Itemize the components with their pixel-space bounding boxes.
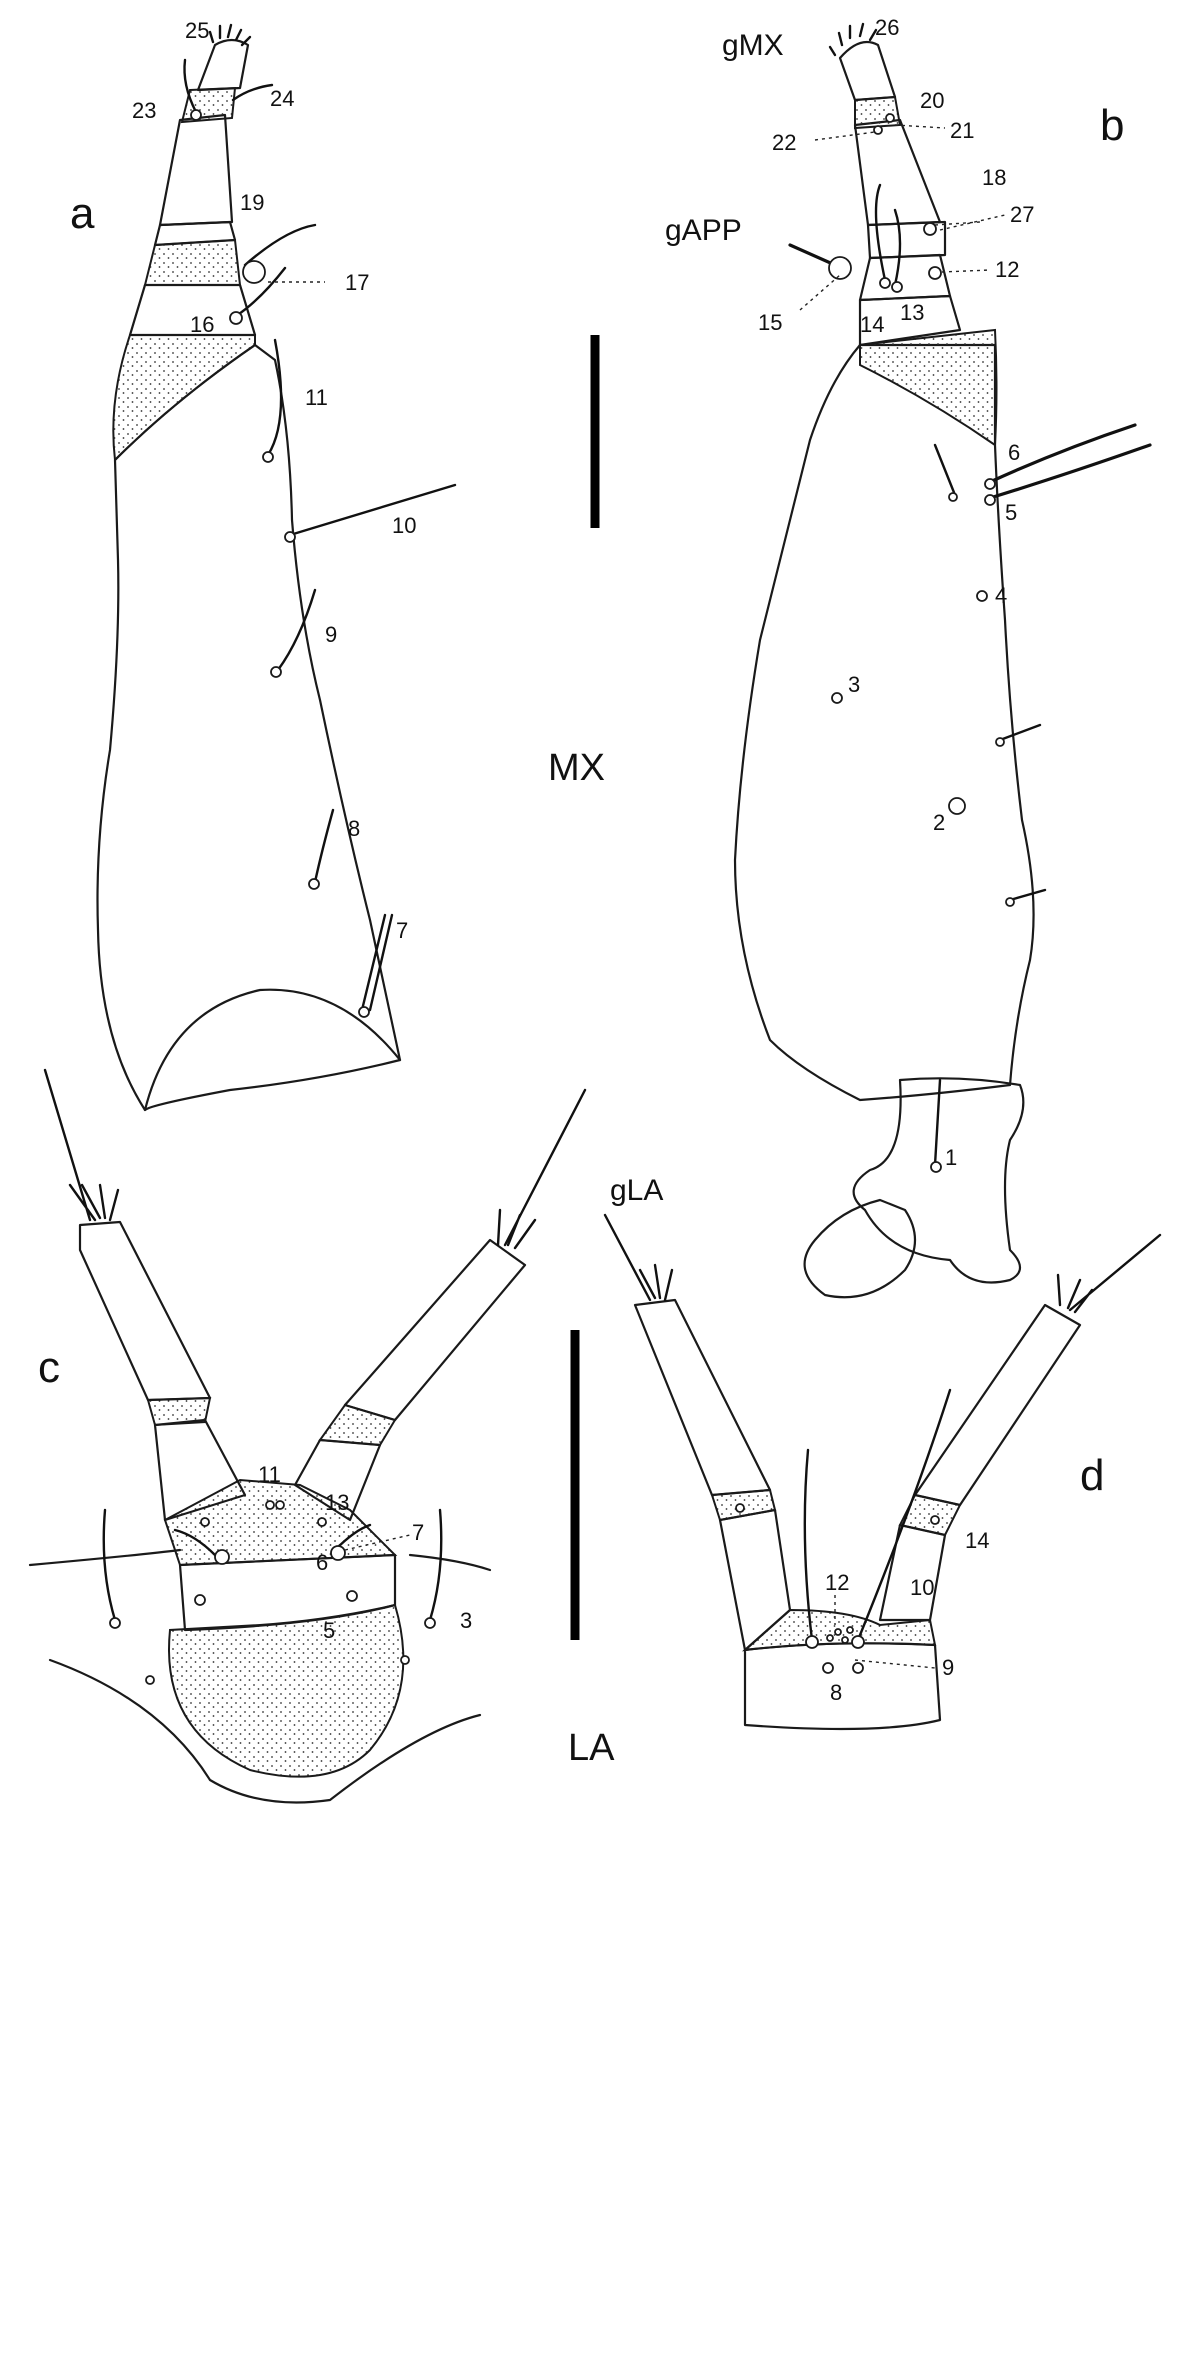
seta-label: 13 bbox=[900, 300, 924, 325]
panel-b-maxilla: 26 20 21 22 18 27 12 15 14 13 6 5 4 3 2 … bbox=[665, 15, 1152, 1299]
seta-label: 10 bbox=[910, 1575, 934, 1600]
gland-label-gla: gLA bbox=[610, 1174, 663, 1207]
seta-label: 5 bbox=[323, 1618, 335, 1643]
seta-label: 25 bbox=[185, 18, 209, 43]
seta-label: 16 bbox=[190, 312, 214, 337]
seta-label: 4 bbox=[995, 583, 1007, 608]
seta-label: 22 bbox=[772, 130, 796, 155]
maxilla-a-palp-ring2 bbox=[180, 86, 237, 124]
maxilla-a-stipe bbox=[96, 343, 402, 1112]
seta-label: 2 bbox=[933, 810, 945, 835]
gland-label-gapp: gAPP bbox=[665, 214, 742, 247]
seta-label: 20 bbox=[920, 88, 944, 113]
panel-d-labium: 12 14 10 9 8 d bbox=[603, 1213, 1162, 1731]
seta-label: 23 bbox=[132, 98, 156, 123]
seta-label: 24 bbox=[270, 86, 294, 111]
panel-label-b: b bbox=[1100, 101, 1124, 150]
gland-label-gmx: gMX bbox=[722, 29, 784, 62]
seta-label: 14 bbox=[965, 1528, 989, 1553]
seta-label: 12 bbox=[995, 257, 1019, 282]
seta-label: 27 bbox=[1010, 202, 1034, 227]
seta-label: 17 bbox=[345, 270, 369, 295]
maxilla-b-basal-process bbox=[852, 1077, 1025, 1284]
seta-label: 7 bbox=[412, 1520, 424, 1545]
labium-d-base bbox=[743, 1642, 942, 1731]
panel-a-maxilla: 25 24 23 19 17 16 11 10 9 8 7 a bbox=[70, 18, 457, 1112]
structure-label-mx: MX bbox=[548, 747, 605, 789]
panel-label-c: c bbox=[38, 1343, 60, 1392]
seta-label: 9 bbox=[942, 1655, 954, 1680]
maxilla-a-palp-ring1 bbox=[143, 238, 242, 286]
panel-label-d: d bbox=[1080, 1451, 1104, 1500]
seta-label: 8 bbox=[830, 1680, 842, 1705]
seta-label: 1 bbox=[945, 1145, 957, 1170]
seta-label: 9 bbox=[325, 622, 337, 647]
maxilla-a-palp-tip bbox=[196, 38, 250, 92]
seta-label: 15 bbox=[758, 310, 782, 335]
seta-label: 5 bbox=[1005, 500, 1017, 525]
seta-label: 3 bbox=[460, 1608, 472, 1633]
maxilla-b-sclerite bbox=[859, 328, 998, 447]
seta-label: 13 bbox=[325, 1490, 349, 1515]
panel-c-labium: 11 13 7 6 5 3 c bbox=[28, 1068, 587, 1804]
seta-label: 19 bbox=[240, 190, 264, 215]
seta-label: 11 bbox=[258, 1462, 281, 1487]
maxilla-a-palp-seg2 bbox=[158, 113, 234, 227]
labium-c-lower bbox=[168, 1603, 405, 1778]
seta-label: 7 bbox=[396, 918, 408, 943]
maxilla-b-stipe bbox=[733, 343, 1035, 1102]
seta-label: 6 bbox=[1008, 440, 1020, 465]
seta-label: 26 bbox=[875, 15, 899, 40]
structure-label-la: LA bbox=[568, 1727, 615, 1769]
seta-label: 18 bbox=[982, 165, 1006, 190]
maxilla-a-sclerite bbox=[112, 334, 256, 463]
seta-label: 6 bbox=[316, 1550, 328, 1575]
panel-label-a: a bbox=[70, 189, 95, 238]
seta-label: 12 bbox=[825, 1570, 849, 1595]
seta-label: 3 bbox=[848, 672, 860, 697]
seta-label: 21 bbox=[950, 118, 974, 143]
seta-label: 8 bbox=[348, 816, 360, 841]
seta-label: 14 bbox=[860, 312, 884, 337]
seta-label: 11 bbox=[305, 385, 328, 410]
seta-label: 10 bbox=[392, 513, 416, 538]
